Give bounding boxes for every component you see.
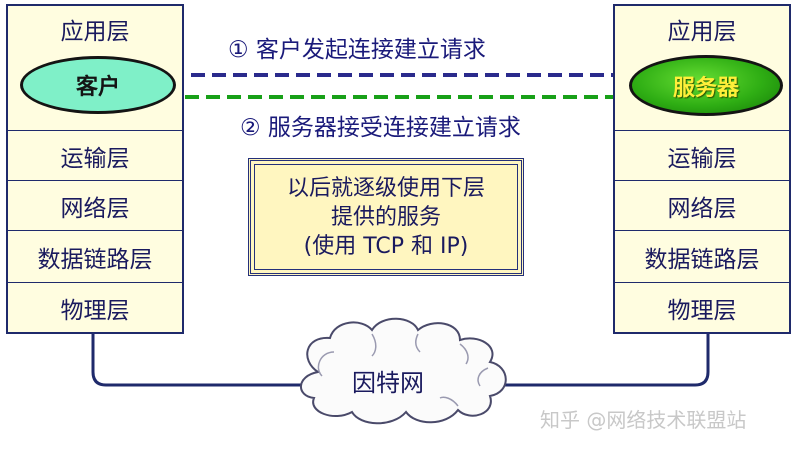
left-network-link (91, 334, 320, 387)
server-node: 服务器 (629, 55, 783, 116)
client-transport-layer: 运输层 (8, 130, 182, 181)
server-transport-layer: 运输层 (615, 130, 789, 181)
accept-label: ② 服务器接受连接建立请求 (240, 115, 521, 141)
client-application-layer: 应用层 (60, 19, 130, 45)
right-network-link (480, 334, 710, 387)
client-physical-layer: 物理层 (8, 282, 182, 333)
internet-cloud (300, 317, 507, 425)
internet-label: 因特网 (352, 369, 424, 397)
info-line-2: 提供的服务 (330, 204, 441, 230)
watermark: 知乎 @网络技术联盟站 (540, 408, 747, 432)
server-datalink-layer: 数据链路层 (615, 230, 789, 283)
service-info-box: 以后就逐级使用下层 提供的服务 (使用 TCP 和 IP) (248, 158, 524, 276)
info-line-1: 以后就逐级使用下层 (286, 175, 485, 201)
client-node: 客户 (20, 56, 176, 114)
request-label: ① 客户发起连接建立请求 (228, 37, 486, 63)
client-datalink-layer: 数据链路层 (8, 230, 182, 283)
server-physical-layer: 物理层 (615, 282, 789, 333)
server-network-layer: 网络层 (615, 180, 789, 231)
info-line-3: (使用 TCP 和 IP) (303, 233, 469, 259)
client-network-layer: 网络层 (8, 180, 182, 231)
client-protocol-stack: 应用层 运输层 网络层 数据链路层 物理层 客户 (6, 4, 184, 334)
server-application-layer: 应用层 (667, 19, 737, 45)
server-protocol-stack: 应用层 运输层 网络层 数据链路层 物理层 服务器 (613, 4, 791, 334)
